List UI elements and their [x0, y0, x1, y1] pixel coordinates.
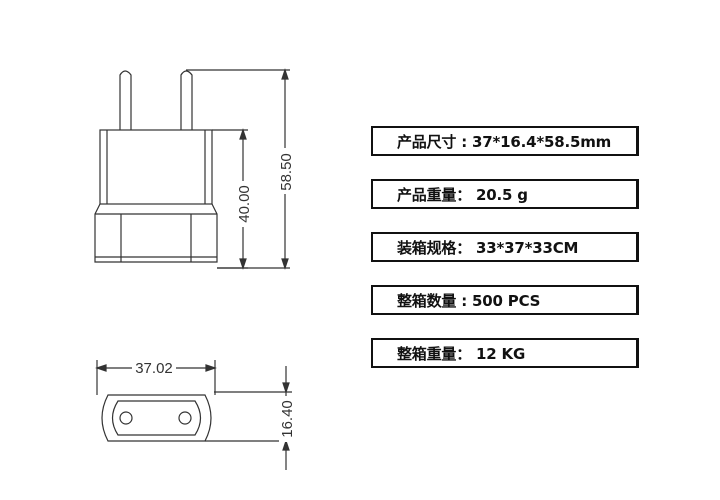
plug-body-side-view — [94, 129, 218, 263]
dimension-label-width: 37.02 — [135, 360, 173, 377]
spec-product-size-text: 产品尺寸 : 37*16.4*58.5mm — [397, 132, 612, 151]
dimension-line-depth — [205, 366, 292, 470]
spec-carton-weight: 整箱重量： 12 KG — [371, 338, 639, 368]
plug-body-bottom-view — [101, 394, 212, 442]
plug-pin-right — [180, 70, 193, 130]
dimension-label-height: 58.50 — [278, 153, 295, 191]
spec-carton-quantity: 整箱数量 : 500 PCS — [371, 285, 639, 315]
dimension-label-body-height: 40.00 — [236, 185, 253, 223]
spec-list: 产品尺寸 : 37*16.4*58.5mm 产品重量： 20.5 g 装箱规格：… — [371, 126, 639, 391]
spec-carton-quantity-text: 整箱数量 : 500 PCS — [397, 291, 541, 310]
spec-carton-weight-text: 整箱重量： 12 KG — [397, 344, 526, 363]
spec-carton-size-text: 装箱规格： 33*37*33CM — [397, 238, 579, 257]
dimension-label-depth: 16.40 — [279, 400, 296, 438]
spec-product-weight: 产品重量： 20.5 g — [371, 179, 639, 209]
spec-product-weight-text: 产品重量： 20.5 g — [397, 185, 528, 204]
spec-product-size: 产品尺寸 : 37*16.4*58.5mm — [371, 126, 639, 156]
spec-carton-size: 装箱规格： 33*37*33CM — [371, 232, 639, 262]
plug-pin-left — [119, 70, 132, 130]
dimension-line-height — [186, 68, 290, 270]
